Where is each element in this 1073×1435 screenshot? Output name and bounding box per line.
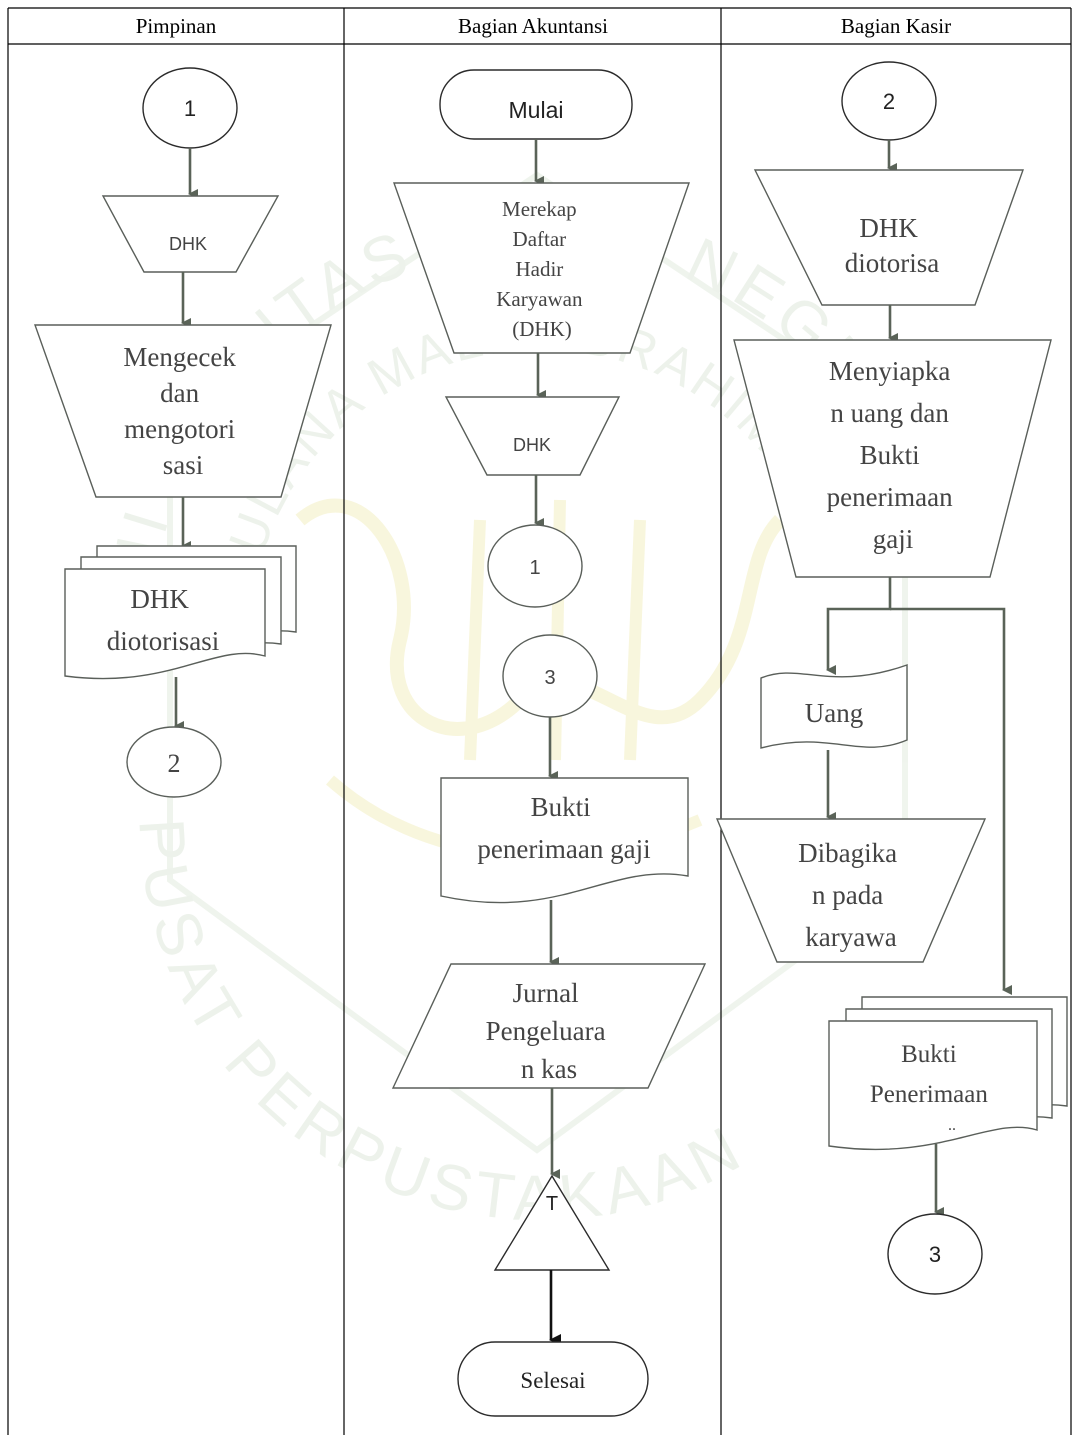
- pimpinan-lane: 1 DHK Mengecek dan mengotori sasi DHK di…: [34, 67, 332, 798]
- terminator-selesai-label: Selesai: [520, 1368, 585, 1393]
- swimlane-grid: [7, 7, 1072, 1435]
- parallelogram-jurnal-label: Jurnal Pengeluara n kas: [486, 978, 613, 1084]
- archive-triangle-label: T: [546, 1193, 558, 1215]
- multi-document-bukti-penerimaan: [828, 996, 1068, 1151]
- connector-2-out: [126, 726, 222, 798]
- multi-document-dhk-diotorisasi: [64, 545, 297, 680]
- manual-operation-dibagikan-label: Dibagika n pada karyawa: [798, 838, 904, 952]
- manual-operation-mengecek-label: Mengecek dan mengotori sasi: [123, 342, 242, 480]
- connector-2-out-label: 2: [168, 749, 181, 778]
- document-bukti-penerimaan: [440, 777, 689, 904]
- connector-1-out: [487, 524, 583, 608]
- arrow-k3-uang: [826, 577, 892, 675]
- connector-3-in-label: 3: [544, 667, 555, 689]
- manual-input-dhk-diotorisa-label: DHK diotorisa: [845, 213, 940, 278]
- manual-input-dhk: [101, 195, 280, 273]
- connector-1-out-label: 1: [529, 557, 540, 579]
- manual-operation-merekap: [393, 182, 690, 354]
- manual-input-dhk-diotorisa: [753, 169, 1024, 306]
- column-header-kasir: Bagian Kasir: [841, 14, 951, 38]
- connector-2-in-label: 2: [883, 89, 895, 114]
- terminator-mulai-label: Mulai: [509, 97, 564, 123]
- manual-operation-merekap-label: Merekap Daftar Hadir Karyawan (DHK): [496, 197, 588, 341]
- parallelogram-jurnal: [391, 963, 707, 1089]
- arrow-k4-bukti: [890, 607, 1012, 995]
- terminator-selesai: [457, 1341, 649, 1417]
- connector-3-out: [887, 1213, 983, 1295]
- document-bukti-penerimaan-label: Bukti penerimaan gaji: [477, 792, 650, 864]
- connector-3-out-label: 3: [929, 1242, 941, 1267]
- multi-document-bukti-penerimaan-label: Bukti Penerimaan ..: [870, 1041, 994, 1134]
- multi-document-dhk-diotorisasi-label: DHK diotorisasi: [107, 584, 220, 656]
- manual-input-dhk-akuntansi: [444, 396, 621, 476]
- manual-input-dhk-label: DHK: [169, 234, 207, 254]
- punched-tape-uang: [760, 664, 908, 749]
- column-header-pimpinan: Pimpinan: [136, 14, 217, 38]
- column-header-akuntansi: Bagian Akuntansi: [458, 14, 608, 38]
- akuntansi-lane: Mulai Merekap Daftar Hadir Karyawan (DHK…: [391, 69, 707, 1417]
- manual-input-dhk-akuntansi-label: DHK: [513, 435, 551, 455]
- connector-1-in-label: 1: [184, 96, 196, 121]
- kasir-lane: 2 DHK diotorisa Menyiapka n uang dan Buk…: [715, 61, 1068, 1295]
- punched-tape-uang-label: Uang: [805, 698, 863, 728]
- manual-operation-mengecek: [34, 324, 332, 498]
- manual-operation-menyiapkan: [733, 339, 1052, 578]
- manual-operation-menyiapkan-label: Menyiapka n uang dan Bukti penerimaan ga…: [827, 356, 960, 554]
- manual-operation-dibagikan: [715, 818, 987, 963]
